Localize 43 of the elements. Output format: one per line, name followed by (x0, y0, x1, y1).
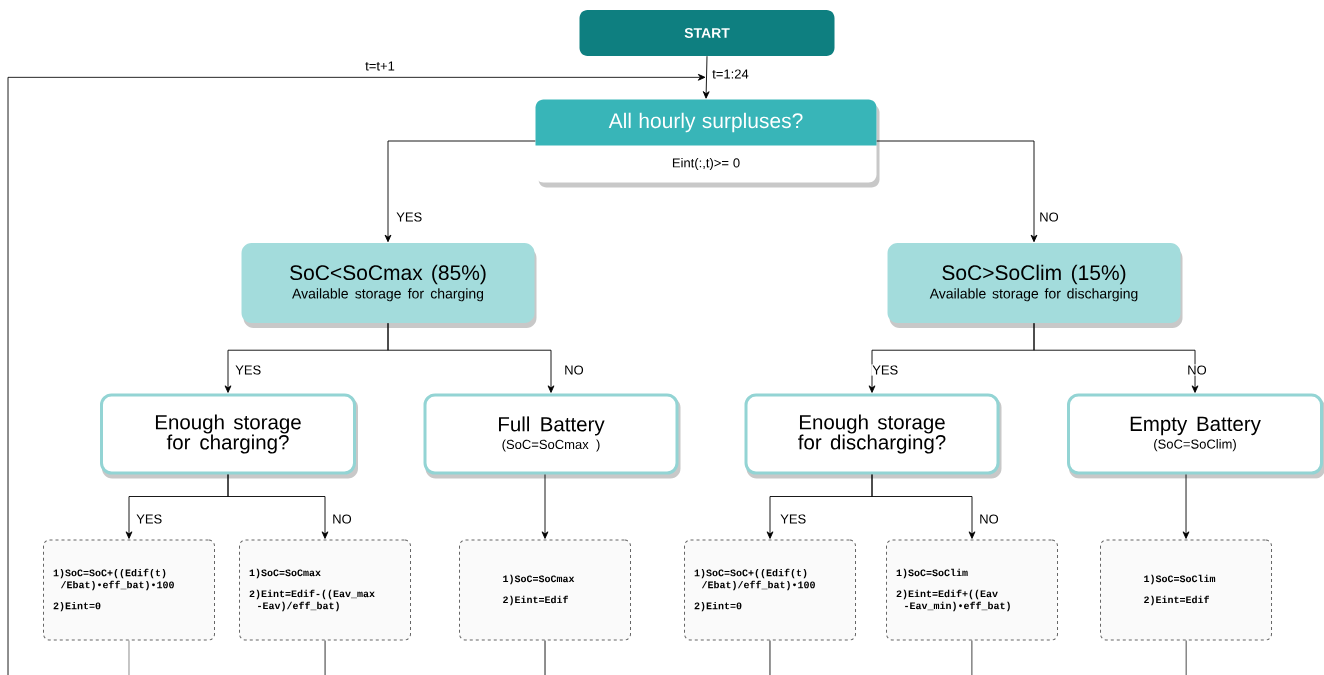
edge-label: NO (331, 513, 353, 525)
connector-line (1185, 640, 1187, 675)
decision-box: All hourly surpluses? Eint(:,t)>= 0 (535, 99, 880, 188)
connector-line (544, 640, 546, 675)
decision-box: Enough storage for charging? (100, 393, 358, 479)
arrow (387, 322, 555, 393)
edge-label: YES (234, 364, 263, 376)
arrow (871, 474, 976, 539)
edge-label: YES (395, 211, 424, 223)
arrow (876, 140, 1038, 243)
process-box: 1)SoC=SoCmax 2)Eint=Edif-((Eav_max -Eav)/eff_bat) (239, 539, 411, 641)
process-box: 1)SoC=SoC+((Edif(t) /Ebat)/eff_bat)•100 2)Eint=0 (684, 539, 856, 641)
edge-label: YES (871, 364, 900, 376)
node-label: All hourly surpluses? (608, 112, 803, 133)
node-label: Eint(:,t)>= 0 (672, 157, 740, 171)
arrow (1182, 474, 1190, 539)
decision-box: Enough storage for discharging? (744, 393, 1002, 479)
edge-label: NO (1186, 364, 1208, 376)
arrow (227, 474, 329, 539)
arrow (702, 55, 710, 99)
decision-box: Full Battery (SoC=SoCmax ) (423, 393, 681, 479)
process-box: 1)SoC=SoC+((Edif(t) /Ebat)•eff_bat)•100 2)Eint=0 (43, 539, 215, 641)
edge-label: NO (978, 513, 1000, 525)
condition-box: SoC<SoCmax (85%) Available storage for charging (241, 243, 537, 328)
arrow (384, 140, 536, 243)
start-box: START (579, 10, 835, 56)
connector-line (769, 640, 771, 675)
edge-label: YES (135, 513, 164, 525)
arrow (7, 73, 706, 675)
process-box: 1)SoC=SoClim 2)Eint=Edif+((Eav -Eav_min)•eff_bat) (886, 539, 1058, 641)
condition-box: SoC>SoClim (15%) Available storage for discharging (887, 243, 1183, 328)
edge-label: NO (563, 364, 585, 376)
process-box: 1)SoC=SoCmax 2)Eint=Edif (459, 539, 631, 641)
edge-label: NO (1038, 211, 1060, 223)
edge-label: YES (779, 513, 808, 525)
decision-box: Empty Battery (SoC=SoClim) (1067, 393, 1324, 479)
connector-line (971, 640, 973, 675)
process-box: 1)SoC=SoClim 2)Eint=Edif (1100, 539, 1272, 641)
connector-line (324, 640, 326, 675)
edge-label: t=t+1 (364, 60, 396, 72)
arrow (541, 474, 549, 539)
edge-label: t=1:24 (711, 68, 750, 80)
arrow (1033, 322, 1199, 393)
